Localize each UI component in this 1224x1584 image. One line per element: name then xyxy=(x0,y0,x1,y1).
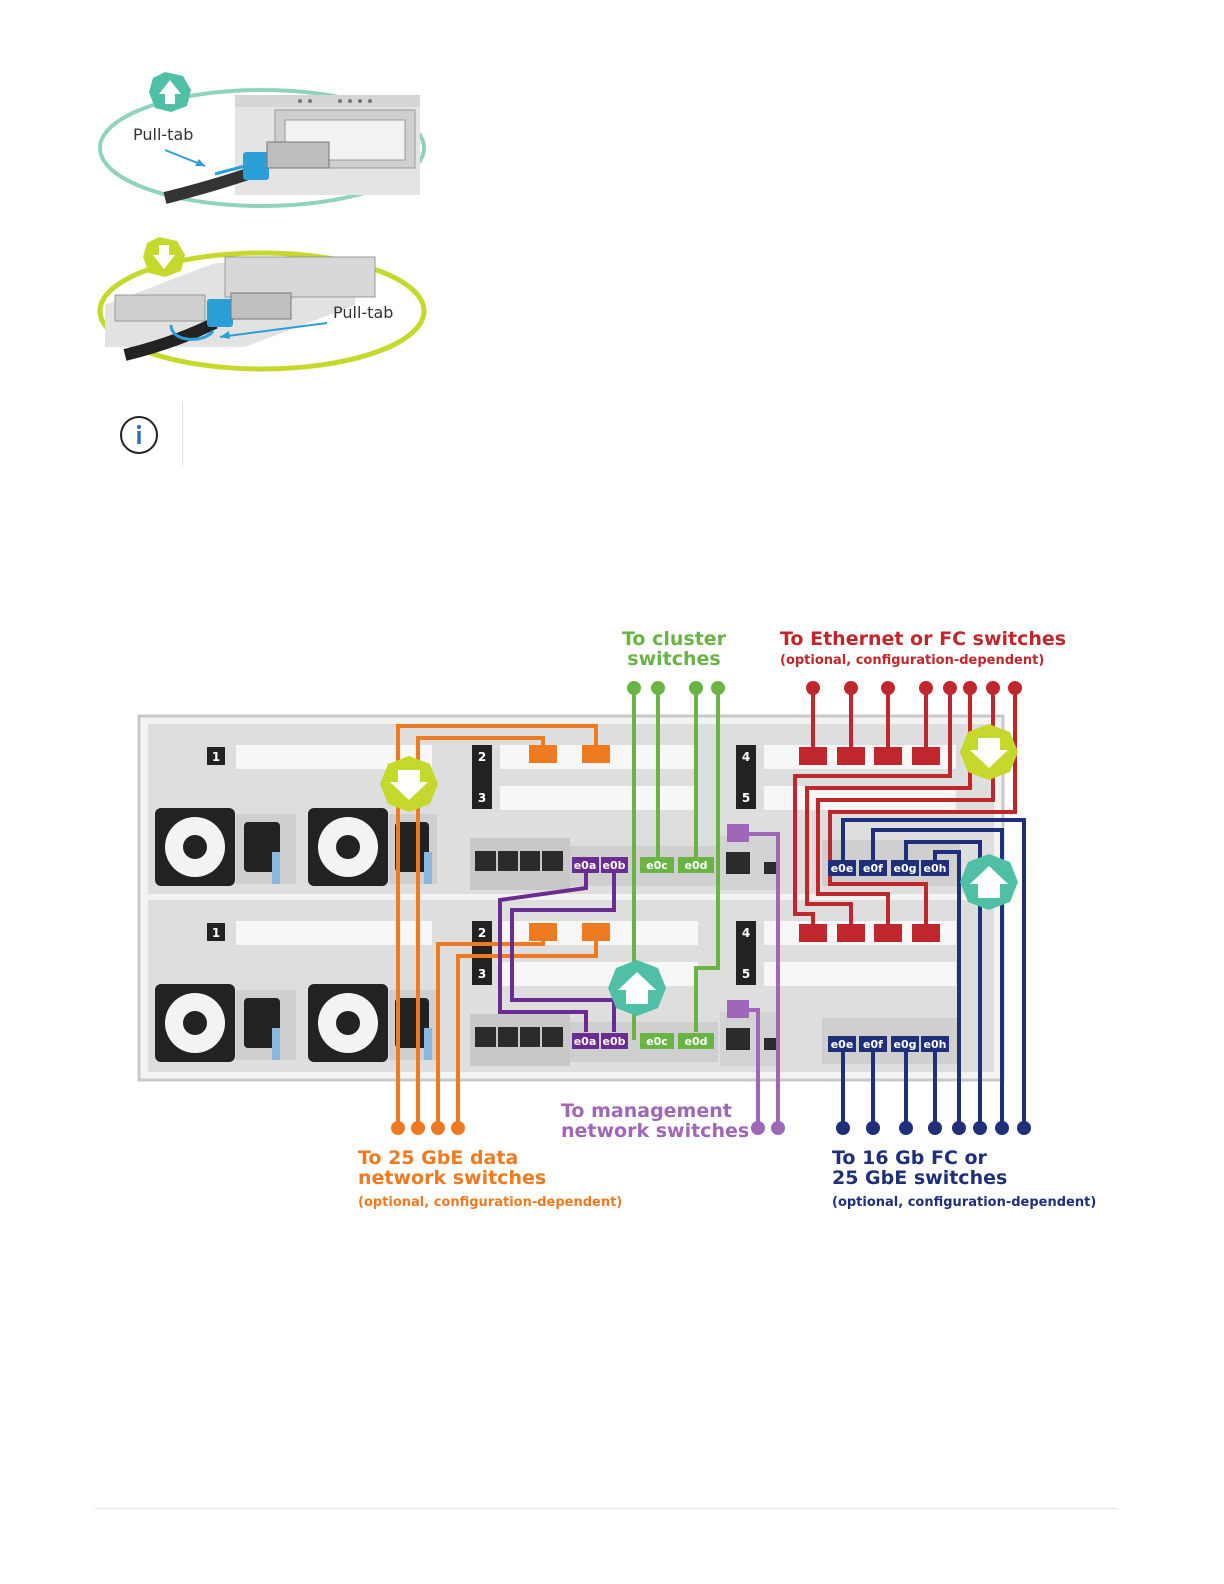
port-e0e: e0e xyxy=(831,862,854,875)
management-label: To management network switches xyxy=(561,1100,750,1142)
ethernet-fc-sublabel: (optional, configuration-dependent) xyxy=(780,653,1045,668)
note-divider xyxy=(182,402,183,466)
ha-interconnect-cables xyxy=(498,872,616,1032)
mgmt-label-line2: network switches xyxy=(561,1119,750,1142)
cluster-label-line2: switches xyxy=(627,647,721,670)
pull-tab-label: Pull-tab xyxy=(133,125,194,144)
fc16-label-line1: To 16 Gb FC or xyxy=(832,1147,987,1169)
port-e0f: e0f xyxy=(863,862,883,875)
port-e0a: e0a xyxy=(574,859,597,872)
mgmt-plugs xyxy=(727,824,749,1018)
pull-tab-down-illustration xyxy=(97,237,427,372)
port-e0f: e0f xyxy=(863,1038,883,1051)
slot-5-number: 5 xyxy=(742,791,750,805)
ethernet-fc-label: To Ethernet or FC switches xyxy=(780,628,1067,650)
pull-up-badge-icon xyxy=(960,854,1018,910)
port-e0g: e0g xyxy=(894,862,917,875)
port-e0b: e0b xyxy=(603,1035,626,1048)
fc16-label: To 16 Gb FC or 25 GbE switches xyxy=(832,1147,1008,1189)
port-e0e: e0e xyxy=(831,1038,854,1051)
cable-endpoints xyxy=(391,681,1031,1135)
slot-3-bay xyxy=(500,786,698,810)
mgmt-port-a xyxy=(726,852,750,874)
psu-fans xyxy=(155,808,437,1062)
page-footer-divider xyxy=(95,1508,1117,1509)
pull-up-badge-icon xyxy=(149,72,191,112)
arrow-to-tab-icon xyxy=(164,149,206,167)
port-e0d: e0d xyxy=(685,859,708,872)
mgmt-label-line1: To management xyxy=(561,1100,732,1122)
ports-lower: e0a e0b e0c e0d e0e e0f e0g e0h xyxy=(572,1033,949,1052)
slot-5-number: 5 xyxy=(742,967,750,981)
pull-tab-up-illustration xyxy=(98,72,426,208)
slot-3-number: 3 xyxy=(478,967,486,981)
port-e0b: e0b xyxy=(603,859,626,872)
port-e0h: e0h xyxy=(924,862,947,875)
fc16-cables xyxy=(841,818,1026,1128)
push-down-badge-icon xyxy=(143,237,185,277)
port-e0d: e0d xyxy=(685,1035,708,1048)
slot-4-number: 4 xyxy=(742,750,750,764)
orange-plugs xyxy=(529,745,610,941)
slot-4-number: 4 xyxy=(742,926,750,940)
cluster-switches-label: To cluster switches xyxy=(622,628,727,670)
pull-tab-label: Pull-tab xyxy=(333,303,394,322)
sfp-cable-graphic xyxy=(163,141,330,204)
port-e0a: e0a xyxy=(574,1035,597,1048)
ports-upper: e0a e0b e0c e0d e0e e0f e0g e0h xyxy=(572,857,949,876)
slot-2-number: 2 xyxy=(478,750,486,764)
arrow-to-tab-icon xyxy=(219,322,328,339)
port-e0c: e0c xyxy=(646,859,668,872)
red-plugs xyxy=(799,747,940,942)
slot-2-number: 2 xyxy=(478,926,486,940)
data-label-line1: To 25 GbE data xyxy=(358,1147,519,1169)
slot-1-number: 1 xyxy=(212,926,220,940)
cluster-cables xyxy=(632,688,720,1040)
slot-number-tags: 1 2 3 4 5 1 2 3 4 5 xyxy=(207,745,756,985)
pull-up-badge-icon xyxy=(608,960,666,1016)
fc16-sublabel: (optional, configuration-dependent) xyxy=(832,1195,1097,1210)
data-network-label: To 25 GbE data network switches xyxy=(358,1147,547,1189)
slot-3-number: 3 xyxy=(478,791,486,805)
fc16-label-line2: 25 GbE switches xyxy=(832,1166,1008,1189)
sfp-cable-graphic xyxy=(123,292,292,361)
slot-1-number: 1 xyxy=(212,750,220,764)
data-label-line2: network switches xyxy=(358,1166,547,1189)
port-e0c: e0c xyxy=(646,1035,668,1048)
info-icon xyxy=(120,416,158,454)
port-e0h: e0h xyxy=(924,1038,947,1051)
push-down-badge-icon xyxy=(380,756,438,812)
push-down-badge-icon xyxy=(960,724,1018,780)
data-network-sublabel: (optional, configuration-dependent) xyxy=(358,1195,623,1210)
mgmt-port-b xyxy=(726,1028,750,1050)
cluster-label-line1: To cluster xyxy=(622,628,727,650)
port-e0g: e0g xyxy=(894,1038,917,1051)
